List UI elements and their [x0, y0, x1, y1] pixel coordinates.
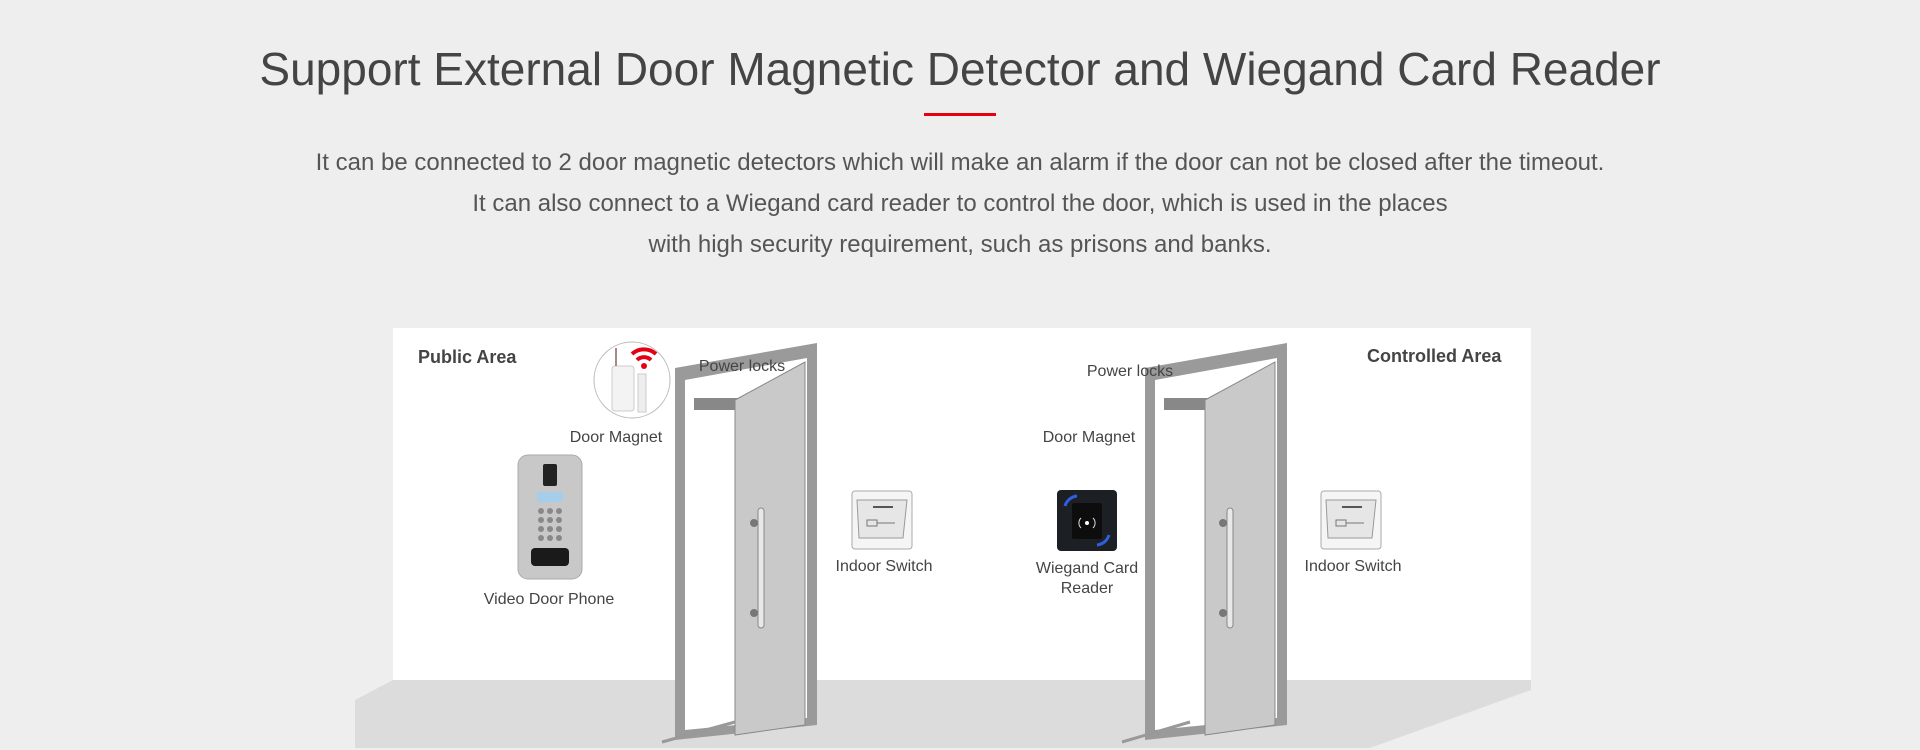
- page-title: Support External Door Magnetic Detector …: [259, 43, 1661, 95]
- description: It can be connected to 2 door magnetic d…: [0, 142, 1920, 265]
- controlled-area-label: Controlled Area: [1367, 346, 1502, 366]
- wiegand-card-reader-label: Wiegand Card Reader: [1036, 559, 1138, 599]
- indoor-switch-icon: [1320, 490, 1382, 550]
- reader-label-line: Wiegand Card: [1035, 560, 1139, 577]
- power-locks-label: Power locks: [1086, 363, 1174, 380]
- title-underline: [924, 113, 996, 116]
- power-locks-label: Power locks: [698, 358, 786, 375]
- door-magnet-sensor-icon: [593, 341, 671, 419]
- door-magnet-label: Door Magnet: [569, 429, 663, 446]
- description-line: with high security requirement, such as …: [648, 231, 1272, 258]
- door-magnet-label: Door Magnet: [1042, 429, 1136, 446]
- description-line: It can also connect to a Wiegand card re…: [472, 190, 1448, 217]
- indoor-switch-label: Indoor Switch: [1304, 558, 1402, 575]
- reader-label-line: Reader: [1060, 580, 1114, 597]
- indoor-switch-icon: [851, 490, 913, 550]
- public-area-label: Public Area: [418, 347, 517, 367]
- indoor-switch-label: Indoor Switch: [835, 558, 933, 575]
- description-line: It can be connected to 2 door magnetic d…: [315, 149, 1605, 176]
- video-door-phone-icon: [517, 454, 583, 580]
- video-door-phone-label: Video Door Phone: [483, 591, 615, 608]
- wiegand-card-reader-icon: [1057, 490, 1117, 551]
